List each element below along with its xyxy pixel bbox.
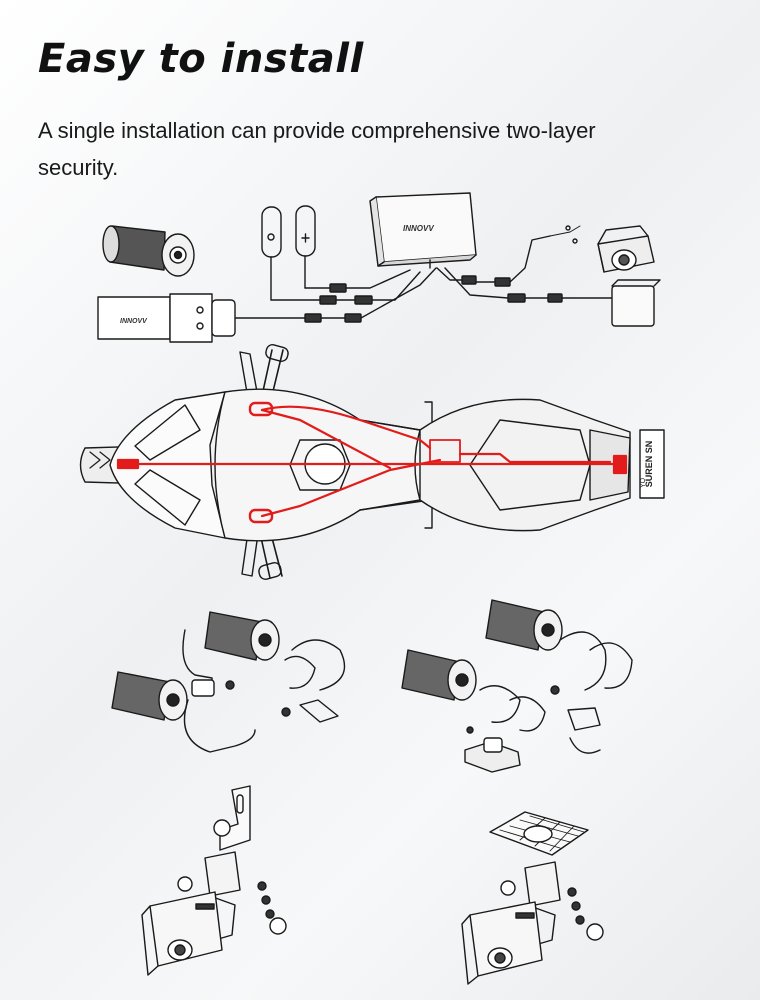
kit-diagram: INNOVV <box>97 192 661 343</box>
clamp-ring-right <box>559 631 607 691</box>
bullet-camera-b <box>111 671 188 721</box>
plate-text-small: YO <box>640 477 647 488</box>
dvr-brand-logo: INNOVV <box>403 224 434 233</box>
wiring-route <box>116 401 628 524</box>
bullet-mount-set-left <box>111 611 346 753</box>
bullet-camera-c <box>485 599 563 651</box>
bullet-camera-a <box>204 611 280 661</box>
page-title: Easy to install <box>38 36 364 82</box>
bullet-mount-set-right <box>401 599 633 773</box>
clamp-ring-large <box>183 699 256 753</box>
rear-camera-a <box>141 891 223 976</box>
bullet-camera-large: INNOVV <box>97 293 236 343</box>
dvr-unit: INNOVV <box>369 192 477 269</box>
handlebar-clamp <box>567 707 601 731</box>
bullet-camera-small <box>102 225 195 277</box>
gps-module <box>611 279 661 327</box>
tall-bracket <box>219 785 251 851</box>
swivel-block <box>204 851 241 897</box>
plate-text: SUREN SN <box>644 441 654 488</box>
rear-camera-mount-left <box>141 785 287 976</box>
bullet-camera-d <box>401 649 477 701</box>
swivel-block-right <box>524 861 561 907</box>
cable-connectors <box>304 275 563 323</box>
rear-camera-b <box>461 901 543 985</box>
remote-button-left <box>261 206 282 301</box>
cable-harness <box>234 225 613 319</box>
camera-brand-logo: INNOVV <box>120 318 148 325</box>
mount-block <box>191 679 215 697</box>
remote-button-right <box>295 205 316 289</box>
clamp-ring-small <box>479 685 521 724</box>
rear-camera-mount-right <box>461 811 604 985</box>
l-bracket <box>182 629 213 696</box>
page-subtitle: A single installation can provide compre… <box>38 118 596 180</box>
rear-camera-kit <box>597 225 655 273</box>
clamp-ring-open <box>291 639 346 691</box>
flat-bracket <box>299 699 339 723</box>
